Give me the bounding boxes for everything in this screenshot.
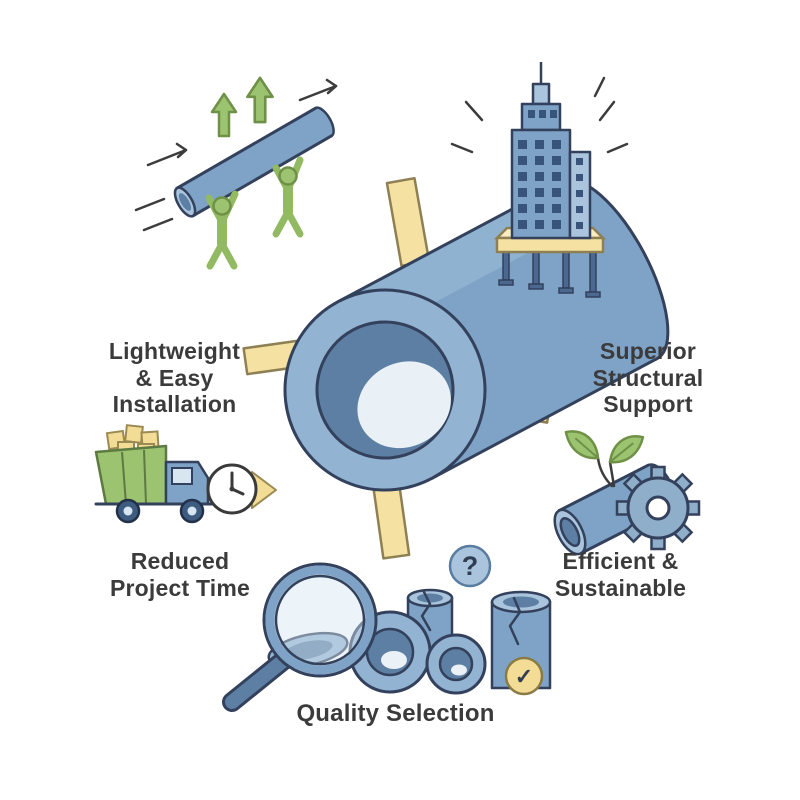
- building-icon: [450, 62, 629, 298]
- label-lightweight-installation: Lightweight & Easy Installation: [108, 338, 241, 418]
- label-superior-structural-support: Superior Structural Support: [592, 338, 704, 418]
- up-arrows-icon: [210, 76, 274, 138]
- building-windows: [518, 140, 583, 229]
- check-mark: ✓: [515, 664, 533, 689]
- motion-arrows: [134, 78, 338, 232]
- label-efficient-sustainable: Efficient & Sustainable: [554, 548, 687, 601]
- truck-bed: [94, 444, 168, 506]
- leaves-icon: [564, 430, 645, 488]
- check-badge: ✓: [504, 656, 544, 696]
- cab-window: [171, 467, 193, 485]
- structural-support-illustration: [242, 62, 670, 560]
- truck-wheels: [115, 498, 205, 524]
- workers-lifting-pipe-icon: [134, 76, 338, 270]
- worker-figure: [272, 156, 304, 238]
- gear-icon: [615, 465, 701, 551]
- question-mark: ?: [462, 551, 479, 581]
- sparkle-lines: [450, 76, 629, 154]
- magnifier-icon: [222, 562, 378, 712]
- label-quality-selection: Quality Selection: [296, 700, 495, 727]
- clock-icon: [206, 463, 258, 515]
- worker-figure: [205, 190, 239, 270]
- dump-truck-clock-icon: [94, 424, 277, 524]
- pipe-leaves-gear-icon: [553, 430, 701, 556]
- label-reduced-project-time: Reduced Project Time: [109, 548, 251, 601]
- magnifier-pipes-icon: ? ✓: [222, 544, 552, 712]
- question-badge: ?: [448, 544, 492, 588]
